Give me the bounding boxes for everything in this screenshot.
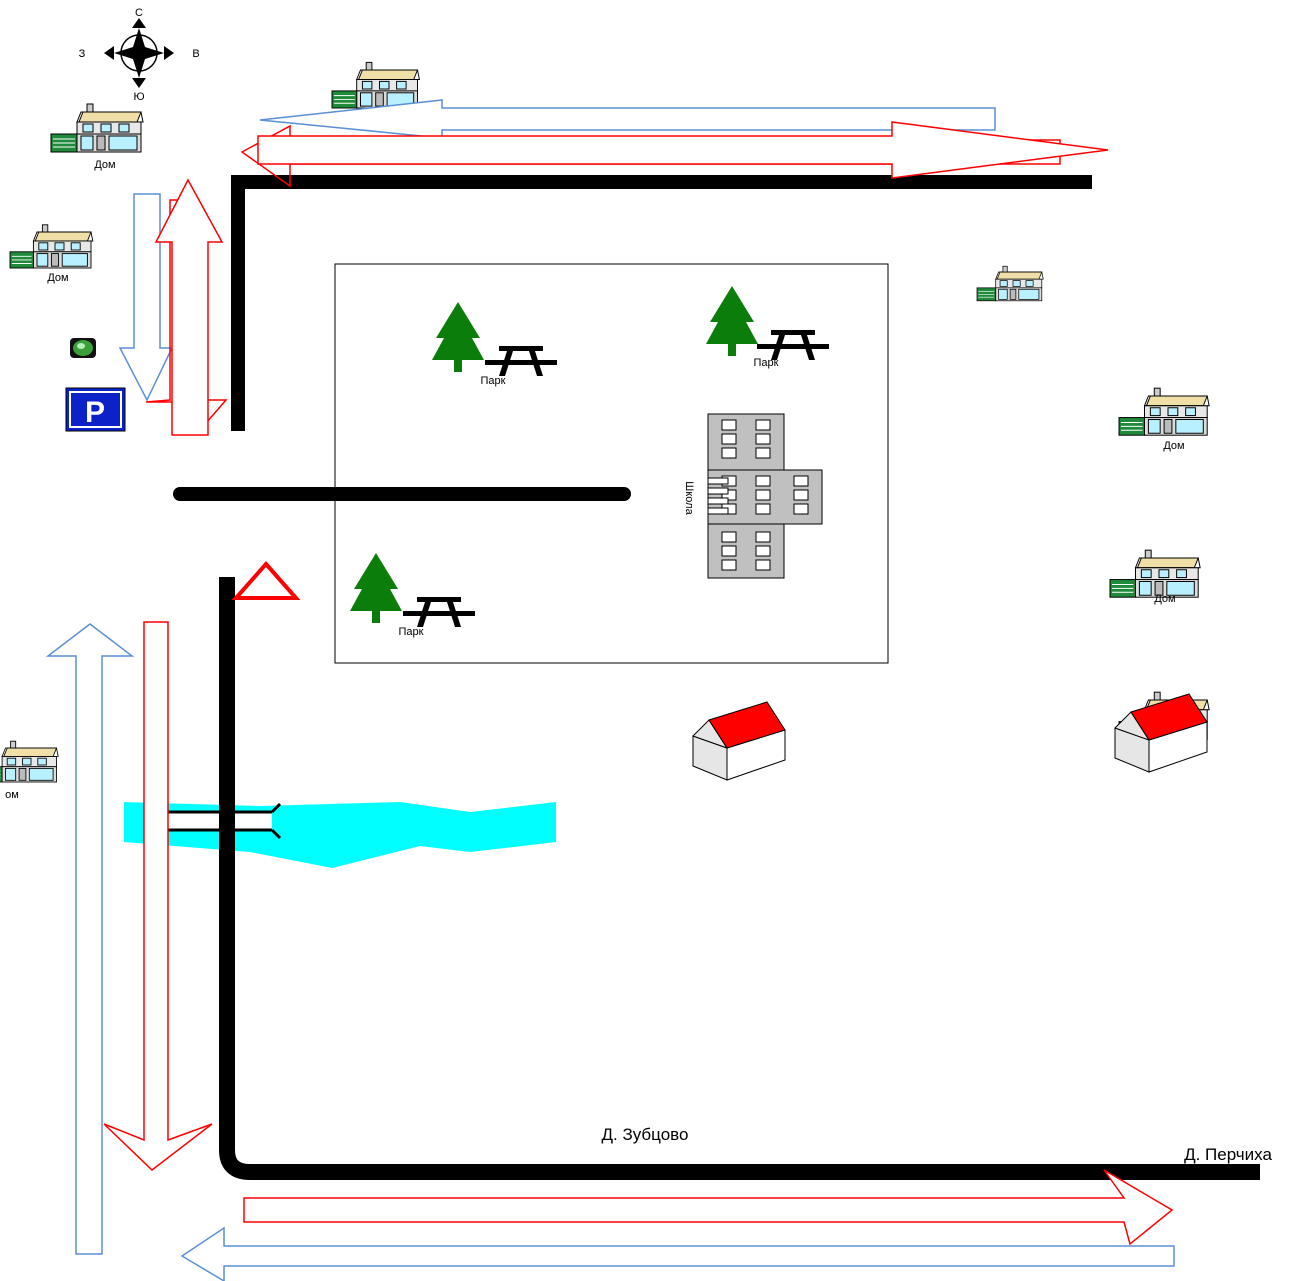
compass-north-label: С bbox=[135, 7, 143, 19]
park-label: Парк bbox=[399, 626, 424, 638]
house-icon bbox=[331, 61, 420, 109]
school-label: Школа bbox=[683, 481, 695, 515]
village-zubtsovo-label: Д. Зубцово bbox=[602, 1125, 689, 1144]
park-area bbox=[334, 263, 889, 664]
blue-arrow-west-bottom bbox=[180, 1226, 1175, 1281]
compass-west-label: З bbox=[79, 48, 86, 60]
house-icon bbox=[1118, 387, 1210, 436]
parking-label: P bbox=[85, 396, 105, 429]
house-icon bbox=[976, 265, 1044, 302]
house-icon bbox=[0, 740, 59, 783]
traffic-arrows bbox=[45, 99, 1175, 1281]
red-arrow-east bbox=[257, 121, 1109, 179]
red-arrow-east-bottom bbox=[243, 1169, 1174, 1246]
village-perchikha-label: Д. Перчиха bbox=[1184, 1145, 1272, 1164]
warning-triangle-icon bbox=[231, 560, 301, 600]
house-label-cut: ом bbox=[5, 789, 19, 801]
house-icon bbox=[50, 103, 144, 153]
red-arrow-south bbox=[103, 621, 213, 1171]
red-arrow-north bbox=[154, 178, 224, 436]
house-label: Дом bbox=[94, 159, 115, 171]
school-building: Школа bbox=[683, 413, 823, 579]
compass-icon: С Ю З В bbox=[79, 7, 200, 103]
park-label: Парк bbox=[481, 375, 506, 387]
house-label: Дом bbox=[1163, 440, 1184, 452]
house-label: Дом bbox=[47, 272, 68, 284]
parking-icon: P bbox=[65, 387, 126, 432]
compass-south-label: Ю bbox=[133, 91, 144, 103]
traffic-light-icon bbox=[70, 338, 96, 358]
compass-east-label: В bbox=[192, 48, 199, 60]
blue-arrow-south bbox=[118, 193, 174, 402]
house-icon bbox=[9, 224, 94, 269]
village-house-icon bbox=[1114, 693, 1208, 773]
park-label: Парк bbox=[754, 357, 779, 369]
road bbox=[173, 175, 1260, 1180]
village-house-icon bbox=[692, 701, 786, 781]
house-label: Дом bbox=[1154, 593, 1175, 605]
house-icon bbox=[1109, 549, 1201, 598]
blue-arrow-north bbox=[45, 623, 135, 1255]
